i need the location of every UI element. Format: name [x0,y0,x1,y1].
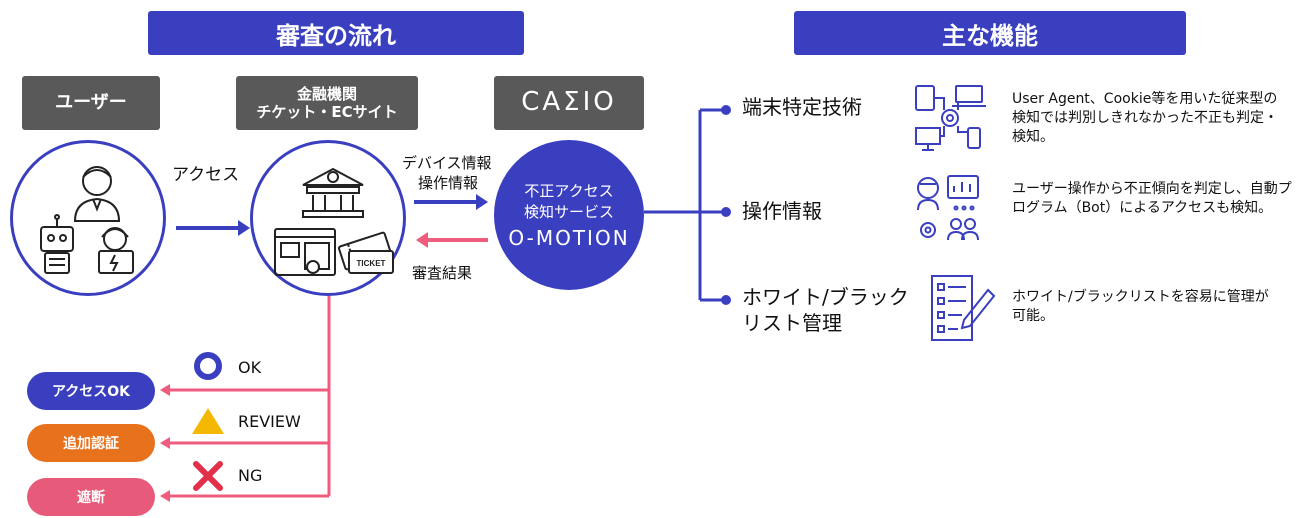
device-info-label: デバイス情報 [402,154,492,172]
checklist-document-icon [931,275,996,341]
result-label: 審査結果 [412,264,473,282]
service-line2: 検知サービス [523,203,614,221]
ok-label: OK [238,358,262,377]
user-circle [10,140,166,296]
feature-title-device: 端末特定技術 [742,95,862,119]
device-network-icon [915,85,986,151]
institution-box: 金融機関 チケット・ECサイト [236,76,418,130]
result-arrowhead [416,232,428,248]
user-box: ユーザー [22,76,160,130]
brand-logo-text: CAΣIO [521,87,617,118]
institution-box-line1: 金融機関 [296,85,357,103]
service-brand: O-MOTION [508,226,630,250]
access-ok-pill: アクセスOK [27,372,155,410]
service-circle: 不正アクセス 検知サービス O-MOTION [494,140,644,290]
feature-desc-device: User Agent、Cookie等を用いた従来型の検知では判別しきれなかった不… [1012,91,1278,145]
flow-header: 審査の流れ [148,11,524,55]
feature-desc-list: ホワイト/ブラックリストを容易に管理が可能。 [1012,289,1269,324]
institution-circle: TICKET [250,140,406,296]
feature-title-list-line2: リスト管理 [742,311,842,335]
service-line1: 不正アクセス [524,182,614,200]
block-pill: 遮断 [27,478,155,516]
brand-logo-box: CAΣIO [494,76,644,130]
feature-desc-operation: ユーザー操作から不正傾向を判定し、自動プログラム（Bot）によるアクセスも検知。 [1012,181,1292,216]
feature-title-list-line1: ホワイト/ブラック [742,285,909,309]
ok-circle-icon [194,352,222,380]
bank-shop-ticket-icon: TICKET [274,167,394,276]
access-arrowhead [238,220,250,236]
operation-info-label: 操作情報 [418,174,479,192]
operation-analysis-icon [917,175,979,241]
institution-box-line2: チケット・ECサイト [256,103,398,121]
users-illustration-icon [40,166,134,274]
feature-title-list: ホワイト/ブラック リスト管理 [742,284,909,336]
svg-text:TICKET: TICKET [357,259,386,268]
feature-title-operation: 操作情報 [742,199,822,223]
ng-cross-icon [193,461,223,491]
review-triangle-icon [192,408,224,434]
additional-auth-pill: 追加認証 [27,424,155,462]
ng-label: NG [238,466,263,485]
device-info-arrowhead [476,194,488,210]
access-label: アクセス [172,165,240,185]
features-header: 主な機能 [794,11,1186,55]
review-label: REVIEW [238,412,301,431]
